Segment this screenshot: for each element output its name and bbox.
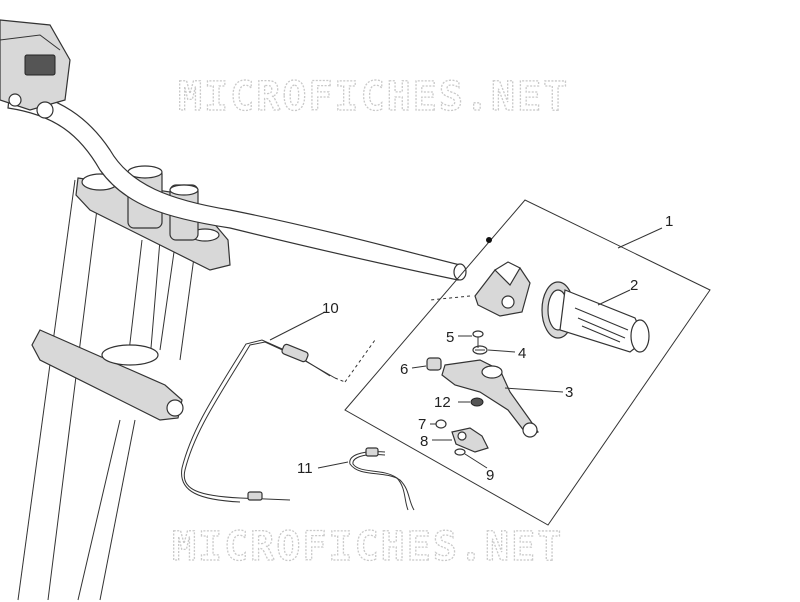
callout-6: 6	[400, 361, 408, 378]
part-8-switch	[451, 427, 489, 453]
part-5-screw	[472, 330, 484, 348]
part-11-switch-cable	[349, 447, 415, 511]
part-10-clutch-cable	[181, 339, 376, 503]
callout-1: 1	[665, 213, 673, 230]
assembly-frame	[344, 199, 711, 526]
watermark-top: MICROFICHES.NET	[178, 74, 569, 120]
left-switch-housing	[0, 19, 71, 119]
watermark-bottom: MICROFICHES.NET	[172, 524, 563, 570]
callout-8: 8	[420, 433, 428, 450]
callout-9: 9	[486, 467, 494, 484]
part-1-clutch-perch	[429, 237, 531, 317]
part-12-nut	[470, 397, 484, 407]
callout-4: 4	[518, 345, 526, 362]
callout-2: 2	[630, 277, 638, 294]
part-2-grip	[541, 281, 650, 353]
callout-11: 11	[297, 460, 313, 477]
part-6-adjuster	[426, 357, 442, 371]
part-4-pin	[472, 345, 488, 355]
leader-lines	[269, 227, 663, 469]
part-7-bushing	[435, 419, 447, 429]
callout-3: 3	[565, 384, 573, 401]
part-9-washer	[454, 448, 466, 456]
part-3-clutch-lever	[441, 359, 539, 438]
callout-10: 10	[322, 300, 339, 317]
callout-7: 7	[418, 416, 426, 433]
callout-12: 12	[434, 394, 451, 411]
callout-5: 5	[446, 329, 454, 346]
callout-labels: 1 2 3 4 5 6 7 8 9 10 11 12	[297, 213, 673, 484]
